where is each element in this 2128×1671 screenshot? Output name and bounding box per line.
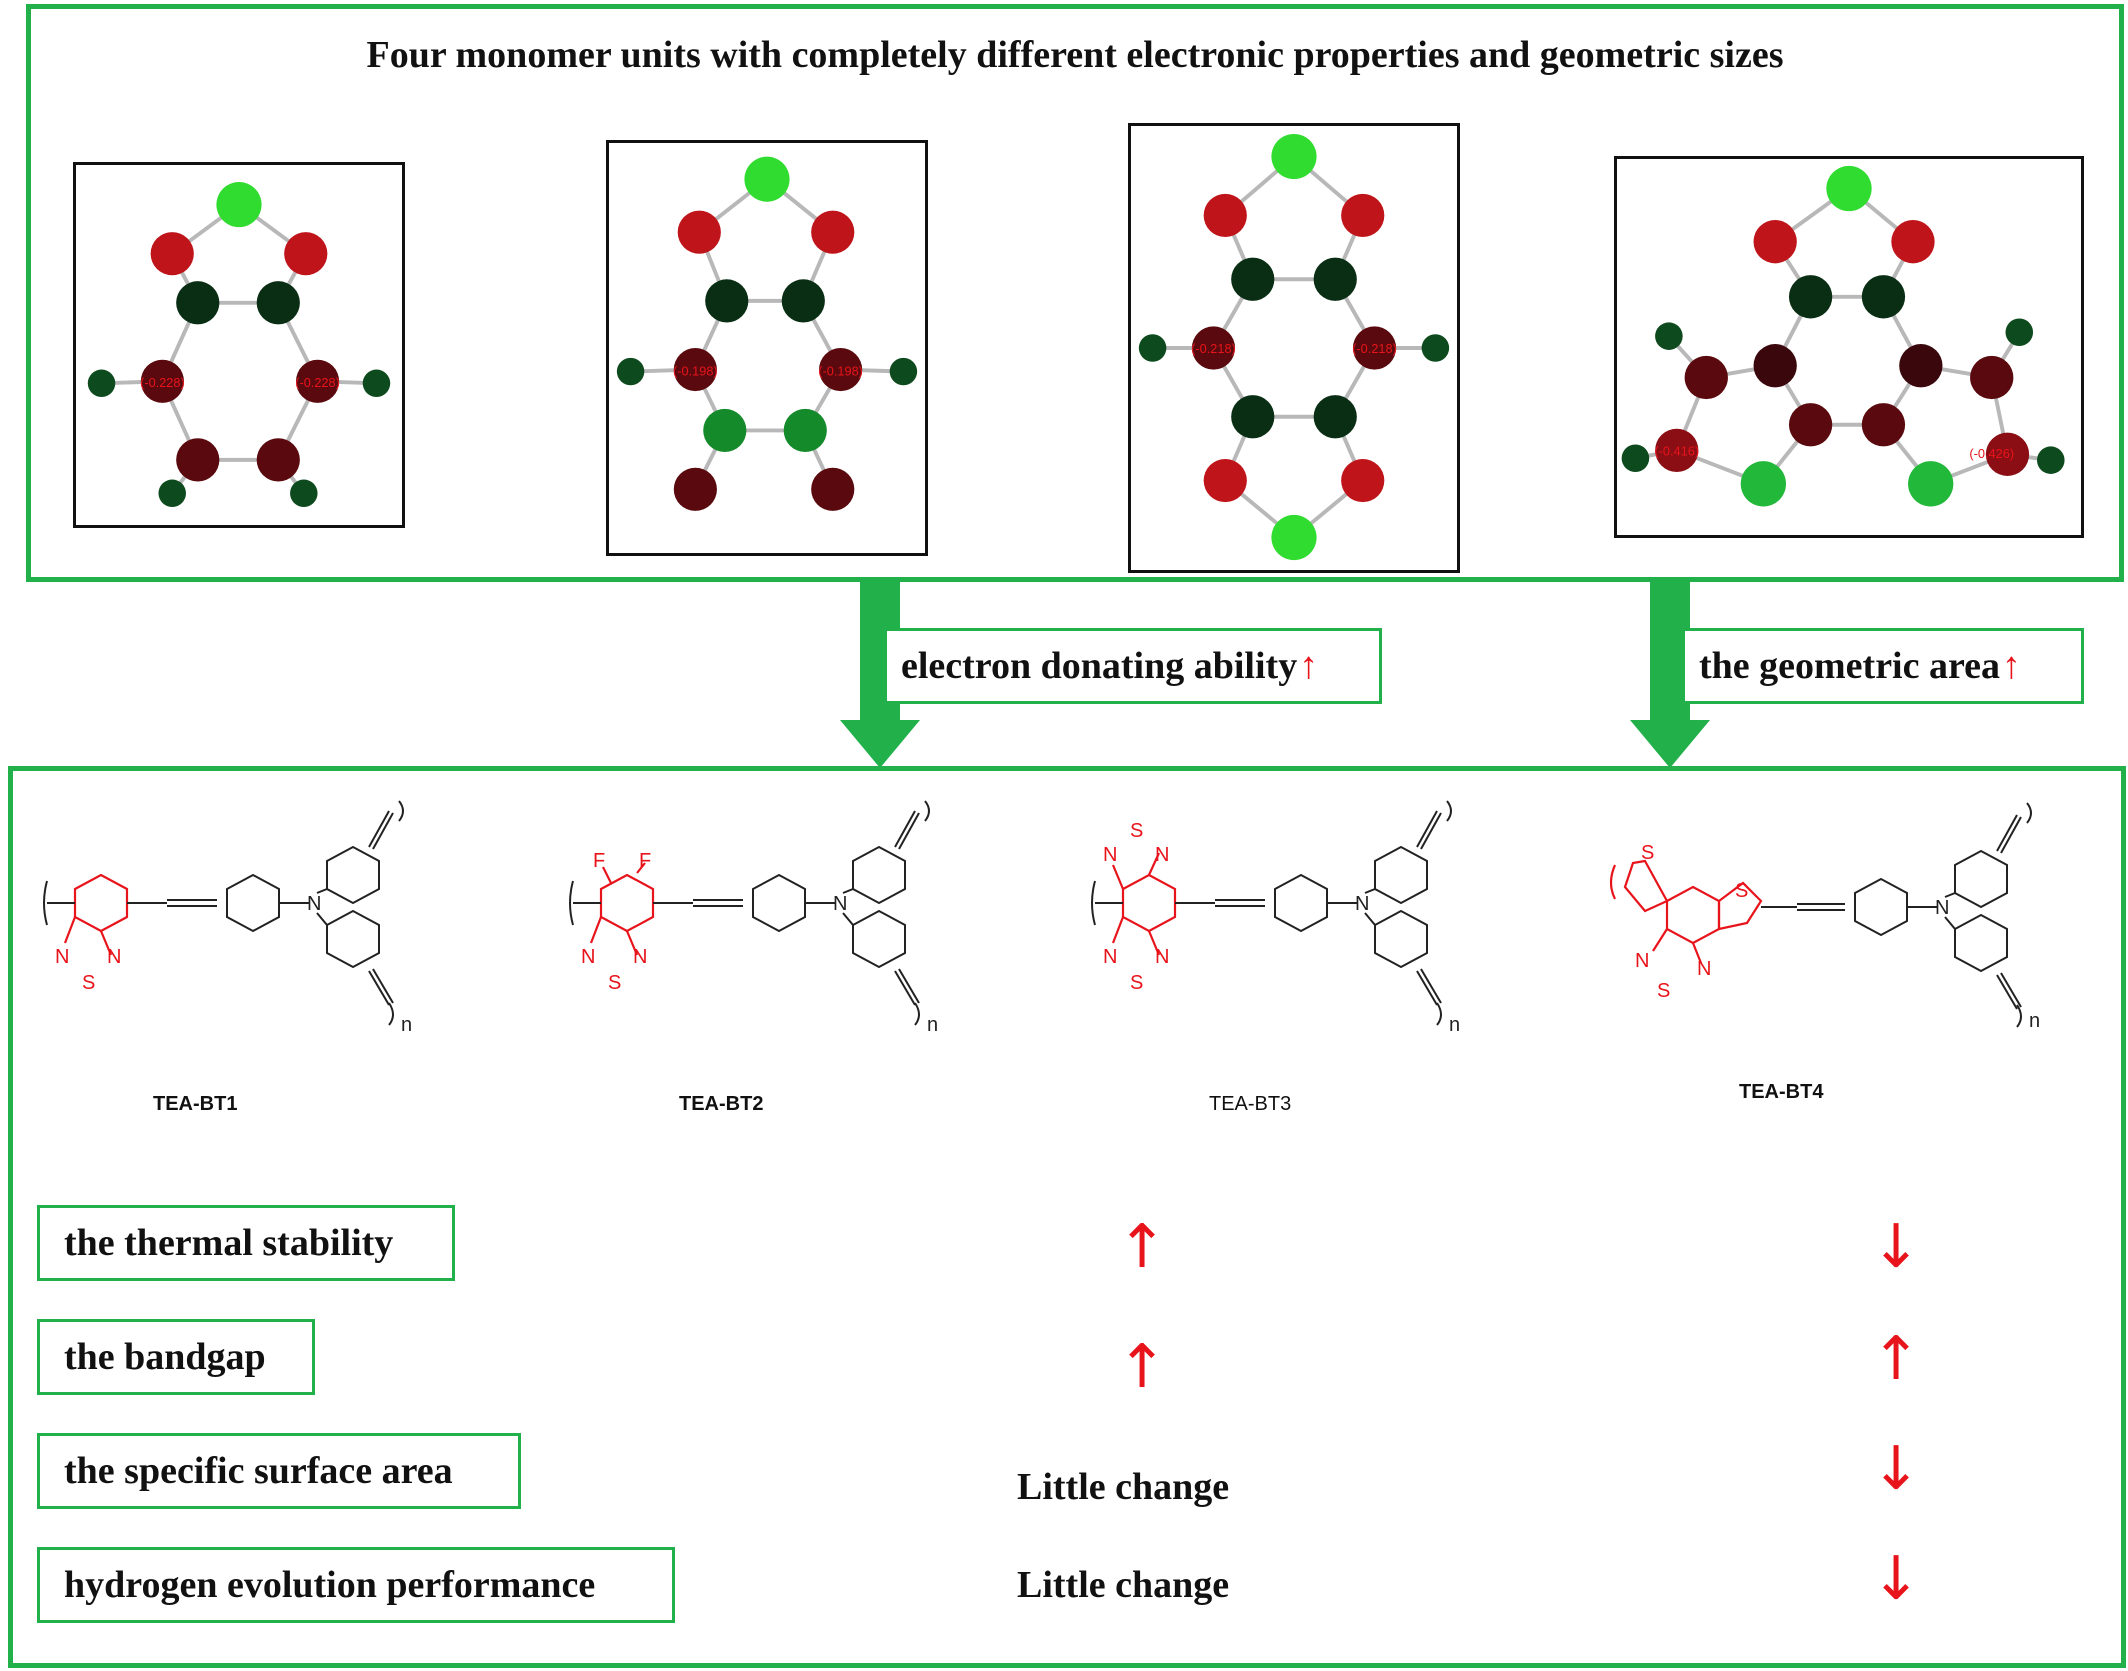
charge-label: (-0.218): [1191, 341, 1236, 356]
charge-label: (-0.426): [1969, 446, 2014, 461]
property-label: the specific surface area: [64, 1450, 453, 1492]
charge-label: (-0.218): [1352, 341, 1397, 356]
tea-bt3-label: TEA-BT3: [1209, 1093, 1292, 1115]
tea-bt3-structure: N N S N N S N n: [1091, 800, 1460, 1031]
tea-bt1-structure: N N S N n: [43, 800, 412, 1031]
atom-n: N: [1155, 844, 1169, 866]
repeat-n: n: [2029, 1010, 2040, 1031]
atom-n: N: [1103, 844, 1117, 866]
atom-s: S: [1130, 820, 1143, 842]
property-bandgap: the bandgap: [37, 1319, 315, 1395]
property-hydrogen-evolution: hydrogen evolution performance: [37, 1547, 675, 1623]
monomer-panel: Four monomer units with completely diffe…: [26, 4, 2124, 582]
atom-s: S: [1130, 972, 1143, 994]
atom-n: N: [55, 946, 69, 968]
up-arrow-icon: ↑: [1299, 645, 1319, 687]
electron-donating-text: electron donating ability: [901, 645, 1298, 687]
repeat-n: n: [401, 1014, 412, 1031]
atom-n: N: [581, 946, 595, 968]
charge-label: (-0.228): [140, 375, 185, 390]
atom-n: N: [307, 893, 321, 915]
hydrogen-evolution-area-down-arrow-icon: ↓: [1871, 1544, 1922, 1614]
property-label: hydrogen evolution performance: [64, 1564, 596, 1606]
atom-n: N: [1935, 897, 1949, 919]
charge-label: (-0.228): [295, 375, 340, 390]
monomer-4-model: (-0.416) (-0.426): [1614, 156, 2084, 538]
atom-n: N: [1355, 893, 1369, 915]
electron-donating-label: electron donating ability↑: [884, 628, 1382, 704]
atom-s: S: [1641, 842, 1654, 864]
geometric-area-text: the geometric area: [1699, 645, 2001, 687]
tea-bt2-label: TEA-BT2: [679, 1093, 764, 1115]
atom-s: S: [82, 972, 95, 994]
monomer-2-model: (-0.198) (-0.198): [606, 140, 928, 556]
atom-n: N: [1155, 946, 1169, 968]
charge-label: (-0.416): [1654, 443, 1699, 458]
geometric-area-label: the geometric area↑: [1682, 628, 2084, 704]
atom-f: F: [639, 850, 651, 872]
tea-bt2-structure: F F N N S N n: [569, 800, 938, 1031]
atom-f: F: [593, 850, 605, 872]
charge-label: (-0.198): [818, 363, 863, 378]
repeat-n: n: [1449, 1014, 1460, 1031]
monomer-1-model: (-0.228) (-0.228): [73, 162, 405, 528]
up-arrow-icon: ↑: [2002, 645, 2022, 687]
property-surface-area: the specific surface area: [37, 1433, 521, 1509]
polymer-panel: N N S N n TEA-BT1 F F N N S: [8, 766, 2126, 1668]
property-label: the thermal stability: [64, 1222, 394, 1264]
property-label: the bandgap: [64, 1336, 266, 1378]
tea-bt1-label: TEA-BT1: [153, 1093, 238, 1115]
atom-n: N: [633, 946, 647, 968]
property-thermal-stability: the thermal stability: [37, 1205, 455, 1281]
repeat-n: n: [927, 1014, 938, 1031]
thermal-stability-area-down-arrow-icon: ↓: [1871, 1212, 1922, 1282]
bandgap-donating-up-arrow-icon: ↑: [1117, 1332, 1168, 1402]
hydrogen-evolution-donating-change: Little change: [1017, 1564, 1230, 1606]
atom-s: S: [608, 972, 621, 994]
atom-n: N: [107, 946, 121, 968]
atom-n: N: [1103, 946, 1117, 968]
atom-s: S: [1657, 980, 1670, 1002]
charge-label: (-0.198): [673, 363, 718, 378]
atom-n: N: [833, 893, 847, 915]
thermal-stability-donating-up-arrow-icon: ↑: [1117, 1212, 1168, 1282]
surface-area-donating-change: Little change: [1017, 1466, 1230, 1508]
bandgap-area-up-arrow-icon: ↑: [1871, 1324, 1922, 1394]
tea-bt4-structure: S S N N S N n: [1609, 802, 2040, 1031]
atom-s: S: [1735, 880, 1748, 902]
monomer-3-model: (-0.218) (-0.218): [1128, 123, 1460, 573]
atom-n: N: [1635, 950, 1649, 972]
atom-n: N: [1697, 958, 1711, 980]
surface-area-area-down-arrow-icon: ↓: [1871, 1434, 1922, 1504]
tea-bt4-label: TEA-BT4: [1739, 1081, 1824, 1103]
panel-title: Four monomer units with completely diffe…: [366, 34, 1784, 76]
